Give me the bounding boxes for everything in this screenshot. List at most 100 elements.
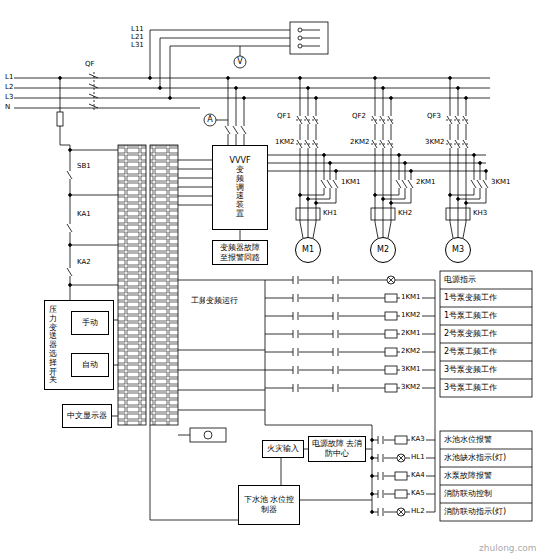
component-label: QF3 [426,112,442,120]
wire [391,208,392,220]
wire [458,88,459,222]
watermark: zhulong.com [478,543,538,553]
junction-dot [465,97,468,100]
junction-dot [329,162,332,165]
table-cell: 消防联动指示(灯) [443,507,507,516]
wire [308,222,309,238]
connector [240,230,241,240]
component-label: L21 [130,33,145,41]
wire [338,294,339,302]
component-label: L11 [130,25,145,33]
wire [483,180,488,188]
component-label: QF2 [351,112,367,120]
wire [378,436,379,444]
junction-dot [69,244,72,247]
wire [316,203,336,204]
component-label: KA1 [76,210,92,218]
junction-dot [69,149,72,152]
wire [466,208,467,220]
wire [463,222,466,238]
component-label: V [236,57,243,66]
contactor-coil [385,366,397,374]
component-label: KH3 [472,209,488,217]
wire [265,425,372,426]
junction-dot [371,439,374,442]
wire [298,348,299,356]
wire [336,171,337,203]
wire [333,294,334,302]
junction-dot [371,457,374,460]
relay-coil [395,436,407,444]
junction-dot [69,194,72,197]
table-cell: 2号泵工频工作 [443,347,498,356]
wire [333,366,334,374]
wire [450,208,451,220]
wire [293,330,294,338]
wire [388,222,391,238]
gap [333,349,339,355]
junction-dot [159,87,162,90]
terminal-box [290,22,328,54]
wire [268,171,486,172]
wire [70,285,118,286]
wire [302,30,320,31]
gap [333,385,339,391]
wire [170,46,290,47]
wire [178,280,265,281]
junction-dot [410,170,413,173]
wire [89,94,98,98]
wire [330,163,331,199]
wire [383,208,384,220]
function-table [440,431,532,521]
wire [405,163,406,199]
node-text: 下水池 水位控制器 [241,495,297,514]
wire [178,390,265,391]
wire [89,104,98,108]
wire [298,294,299,302]
wire [298,312,299,320]
table-cell: 1号泵工频工作 [443,311,498,320]
table-cell: 电源指示 [443,275,477,284]
wire [486,171,487,203]
node-text: M2 [377,245,389,255]
terminal [298,28,302,32]
thermal-relay [371,208,395,220]
relay-coil [204,431,212,439]
wire [338,366,339,374]
wire [383,472,384,480]
wire [474,155,475,195]
wire [333,348,334,356]
junction-dot [335,170,338,173]
wire [14,108,200,109]
wire [268,155,486,156]
wire [170,46,171,98]
ammeter [204,114,216,126]
function-table [440,271,532,397]
wire [70,145,71,300]
node-text: M1 [302,245,314,255]
wire [67,268,72,276]
gap [293,313,299,319]
junction-dot [485,170,488,173]
wire [383,490,384,498]
wire [216,120,228,121]
wire [398,509,404,515]
component-label: 3KM1 [490,178,512,186]
wire [388,277,394,283]
switch-position: 手动 [71,311,109,335]
wire [293,384,294,392]
wire [333,276,334,284]
wire [228,78,229,145]
wire [14,78,490,79]
gap [293,367,299,373]
wire [450,195,474,196]
contactor-coil [385,348,397,356]
wire [383,222,384,238]
gap [378,437,384,443]
indicator-lamp [397,454,405,462]
wire [300,222,303,238]
junction-dot [479,162,482,165]
wire [240,46,241,56]
wire [327,180,332,188]
wire [150,30,151,78]
